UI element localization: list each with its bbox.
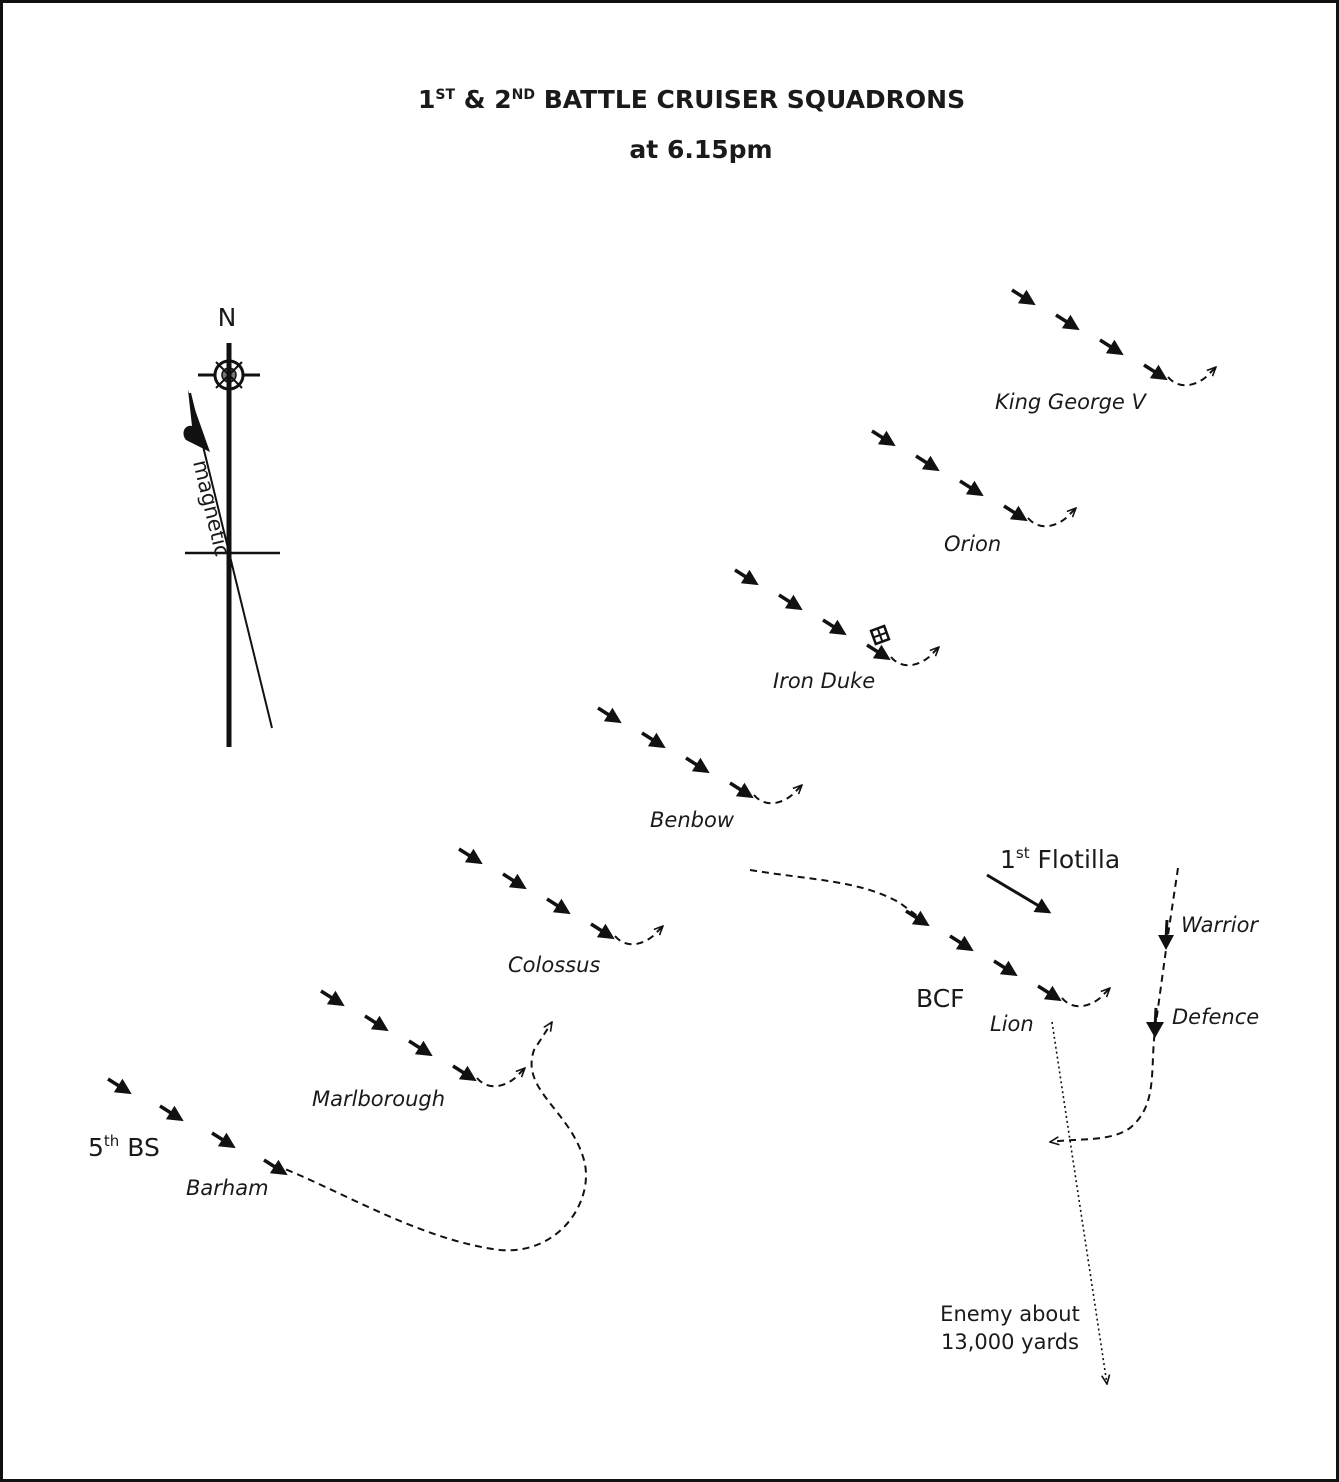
bcf-approach-track [749, 869, 921, 919]
flotilla-arrow [986, 873, 1052, 914]
enemy-bearing-line [1051, 1021, 1107, 1384]
flag-icon [869, 624, 891, 646]
ship-arrow-icon [729, 781, 754, 799]
ship-label-colossus: Colossus [508, 953, 600, 977]
ship-row-barham [107, 1077, 288, 1176]
defence-arrow-icon [1146, 1022, 1164, 1038]
ship-arrow-icon [458, 847, 483, 865]
ship-arrow-icon [1099, 338, 1124, 356]
ship-arrow-icon [1143, 363, 1168, 381]
title-line-1: 1ST & 2ND BATTLE CRUISER SQUADRONS [418, 85, 965, 114]
ship-arrow-icon [1055, 313, 1080, 331]
ship-arrow-icon [871, 429, 896, 447]
ship-row-iron-duke [734, 568, 939, 667]
enemy-note-line-1: Enemy about [940, 1302, 1080, 1326]
magnetic-pointer-icon [183, 390, 210, 452]
ship-arrow-icon [1037, 984, 1062, 1002]
ship-arrow-icon [211, 1131, 236, 1149]
ship-arrow-icon [159, 1104, 184, 1122]
barham-track [274, 1022, 587, 1252]
ship-arrow-icon [685, 756, 710, 774]
star-icon [198, 356, 260, 394]
ship-row-marlborough [320, 989, 525, 1088]
ship-arrow-icon [590, 922, 615, 940]
ship-arrow-icon [734, 568, 759, 586]
ship-arrow-icon [408, 1039, 433, 1057]
ship-arrow-icon [1011, 288, 1036, 306]
warrior-arrow-shaft [1164, 919, 1169, 941]
ship-arrow-icon [641, 731, 666, 749]
turn-track [753, 785, 802, 805]
ship-label-king-george-v: King George V [995, 390, 1148, 414]
ship-arrow-icon [1003, 504, 1028, 522]
enemy-note-line-2: 13,000 yards [941, 1330, 1079, 1354]
ship-label-warrior: Warrior [1181, 913, 1259, 937]
ship-row-king-george-v [1011, 288, 1216, 387]
turn-track [476, 1068, 525, 1088]
defence-arrow-shaft [1153, 1007, 1158, 1029]
compass-rose-icon: N magnetic [183, 303, 280, 747]
ship-label-benbow: Benbow [650, 808, 735, 832]
ship-arrow-icon [364, 1014, 389, 1032]
cruiser-track [1050, 867, 1179, 1142]
fifth-bs-label: 5th BS [88, 1132, 160, 1162]
turn-track [1167, 367, 1216, 387]
bcf-label: BCF [916, 984, 965, 1013]
ship-arrow-icon [320, 989, 345, 1007]
ship-row-colossus [458, 847, 663, 946]
ship-arrow-icon [452, 1064, 477, 1082]
ship-label-lion: Lion [990, 1012, 1034, 1036]
ship-row-lion [905, 909, 1110, 1008]
ship-arrow-icon [959, 479, 984, 497]
turn-track [1061, 988, 1110, 1008]
ship-arrow-icon [822, 618, 847, 636]
magnetic-north-line [189, 392, 273, 729]
ship-label-barham: Barham [186, 1176, 269, 1200]
ship-columns [107, 288, 1216, 1176]
ship-label-orion: Orion [944, 532, 1001, 556]
turn-track [614, 926, 663, 946]
ship-arrow-icon [107, 1077, 132, 1095]
ship-arrow-icon [949, 934, 974, 952]
ship-label-iron-duke: Iron Duke [773, 669, 875, 693]
ship-arrow-icon [993, 959, 1018, 977]
ship-label-defence: Defence [1172, 1005, 1259, 1029]
ship-arrow-icon [546, 897, 571, 915]
ship-arrow-icon [597, 706, 622, 724]
ship-arrow-icon [778, 593, 803, 611]
ship-arrow-icon [866, 643, 891, 661]
ship-arrow-icon [915, 454, 940, 472]
ship-arrow-icon [502, 872, 527, 890]
ship-arrow-icon [905, 909, 930, 927]
turn-track [890, 647, 939, 667]
ship-label-marlborough: Marlborough [312, 1087, 445, 1111]
title-line-2: at 6.15pm [629, 135, 772, 164]
ship-row-orion [871, 429, 1076, 528]
turn-track [1027, 508, 1076, 528]
warrior-arrow-icon [1158, 935, 1174, 950]
flotilla-label: 1st Flotilla [1000, 844, 1120, 874]
north-label: N [218, 303, 237, 332]
ship-row-benbow [597, 706, 802, 805]
